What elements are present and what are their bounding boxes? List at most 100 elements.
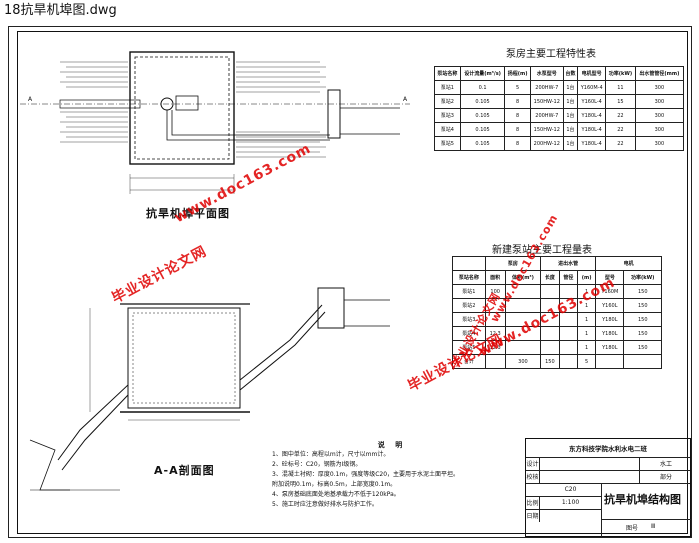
- table2-header: 长度: [540, 270, 560, 285]
- table1-header: 台数: [562, 66, 579, 81]
- outlet-box: [327, 89, 341, 139]
- section-outlet-pipe: [239, 304, 326, 391]
- table1-cell: 0.1: [459, 80, 506, 95]
- section-outlet-box: [317, 287, 345, 329]
- part-label: 部分: [659, 474, 672, 481]
- table1-cell: 泵站4: [434, 122, 461, 137]
- title-block: 东方科技学院水利水电二班 设计 水工 校核 部分 C20 比例 1:100 日期…: [525, 438, 692, 538]
- table1-cell: 0.105: [459, 108, 506, 123]
- table1-header: 设计流量(m³/s): [459, 66, 506, 81]
- table1-title: 泵房主要工程特性表: [506, 49, 596, 60]
- table2-cell: 1: [577, 312, 597, 327]
- table1-cell: 泵站3: [434, 108, 461, 123]
- table1-cell: Y160M-4: [577, 80, 607, 95]
- table2-cell: 1: [577, 326, 597, 341]
- table1-cell: Y180L-4: [577, 122, 607, 137]
- table1-header: 功率(kW): [605, 66, 636, 81]
- table2-cell: 合计: [452, 354, 486, 369]
- section-pump-house: [127, 307, 241, 409]
- table2-cell: [540, 340, 560, 355]
- table1-cell: 0.105: [459, 122, 506, 137]
- table1-header: 电机型号: [577, 66, 607, 81]
- plan-title: 抗旱机埠平面图: [146, 207, 230, 220]
- table2-group-header: 电机: [595, 256, 662, 271]
- note-line: 4、泵房基础底面处地基承载力不低于120kPa。: [272, 491, 400, 498]
- table1-cell: 300: [634, 94, 685, 109]
- plan-slope-hatch-left: [60, 61, 128, 143]
- table2-cell: 300: [504, 354, 542, 369]
- table1-header: 出水管管径(mm): [634, 66, 685, 81]
- table2-cell: [558, 340, 579, 355]
- table1: 泵站名称设计流量(m³/s)扬程(m)水泵型号台数电机型号功率(kW)出水管管径…: [434, 66, 685, 151]
- table2-cell: 泵站1: [452, 284, 486, 299]
- note-line: 5、施工时应注意做好排水与防护工作。: [272, 501, 378, 508]
- drawing-frame: [17, 31, 688, 534]
- table1-header: 水泵型号: [529, 66, 564, 81]
- table1-cell: Y180L-4: [577, 108, 607, 123]
- table1-cell: 150HW-12: [529, 122, 564, 137]
- table1-cell: 300: [634, 108, 685, 123]
- table2-cell: [623, 354, 662, 369]
- drawing-name: 抗旱机埠结构图: [604, 493, 681, 506]
- scale-value: 1:100: [561, 499, 580, 506]
- check-label: 校核: [526, 470, 540, 483]
- section-title: A-A剖面图: [154, 464, 215, 477]
- number-label: 图号: [626, 525, 639, 532]
- table1-cell: 1台: [562, 136, 579, 151]
- table2-group-header: [452, 256, 486, 271]
- table2-cell: Y180L: [595, 340, 625, 355]
- table1-cell: 150HW-12: [529, 94, 564, 109]
- table1-cell: 300: [634, 122, 685, 137]
- table1-cell: 22: [605, 136, 636, 151]
- table2-cell: 5: [577, 354, 597, 369]
- table1-cell: Y180L-4: [577, 136, 607, 151]
- table2-cell: 1: [577, 340, 597, 355]
- number-value: Ⅲ: [651, 523, 656, 530]
- table1-cell: 200HW-7: [529, 80, 564, 95]
- intake-pipe: [59, 99, 141, 109]
- table2-cell: 150: [623, 284, 662, 299]
- table1-cell: 1台: [562, 122, 579, 137]
- table2-cell: 150: [623, 340, 662, 355]
- table1-cell: 8: [504, 122, 531, 137]
- table2-header: 管径: [558, 270, 579, 285]
- table2-header: 泵站名称: [452, 270, 486, 285]
- table1-cell: 泵站5: [434, 136, 461, 151]
- section-inlet-pipe: [57, 384, 129, 471]
- table2-title: 新建泵站主要工程量表: [492, 245, 592, 256]
- material-value: C20: [564, 486, 577, 493]
- section-mark-right: A: [403, 96, 408, 103]
- drawing-sheet: [8, 26, 692, 538]
- design-label: 设计: [526, 457, 540, 470]
- table1-cell: 8: [504, 108, 531, 123]
- note-line: 2、砼标号：C20，钢筋为I级钢。: [272, 461, 362, 468]
- notes: 说 明 1、图中单位：高程以m计，尺寸以mm计。 2、砼标号：C20，钢筋为I级…: [272, 440, 512, 510]
- date-label: 日期: [526, 509, 540, 522]
- table2-cell: 150: [623, 326, 662, 341]
- table1-cell: 0.105: [459, 136, 506, 151]
- plan-slope-hatch-right: [236, 61, 326, 158]
- table1-cell: 8: [504, 94, 531, 109]
- stage-label: 水工: [659, 461, 672, 468]
- table1-cell: 15: [605, 94, 636, 109]
- table2-cell: [595, 354, 625, 369]
- scale-label: 比例: [526, 496, 540, 509]
- table1-cell: 5: [504, 80, 531, 95]
- outlet-pipe: [166, 110, 330, 141]
- table2-cell: 150: [623, 298, 662, 313]
- table1-cell: 22: [605, 122, 636, 137]
- table1-cell: 1台: [562, 94, 579, 109]
- notes-title: 说 明: [377, 441, 407, 449]
- table2-cell: [558, 354, 579, 369]
- table1-cell: 300: [634, 80, 685, 95]
- table1-cell: 1台: [562, 80, 579, 95]
- table1-cell: 8: [504, 136, 531, 151]
- table2-cell: [558, 326, 579, 341]
- plan-outer-wall: [129, 51, 235, 165]
- table1-cell: 200HW-7: [529, 108, 564, 123]
- table2-cell: [540, 326, 560, 341]
